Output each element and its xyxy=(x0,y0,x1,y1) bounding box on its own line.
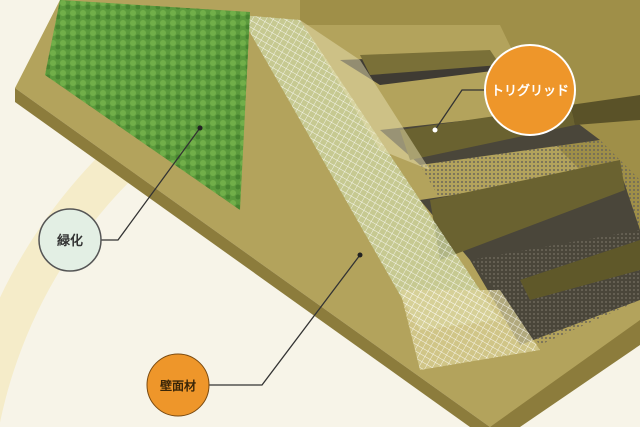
leader-lines xyxy=(100,89,485,386)
greening-vegetation xyxy=(45,0,250,210)
label-trigrid-text: トリグリッド xyxy=(491,83,569,99)
label-wall-material-text: 壁面材 xyxy=(160,378,196,393)
label-greening: 緑化 xyxy=(38,208,102,272)
wall-mesh xyxy=(240,15,540,370)
label-trigrid: トリグリッド xyxy=(484,44,576,136)
label-wall-material: 壁面材 xyxy=(146,353,210,417)
label-greening-text: 緑化 xyxy=(57,233,83,249)
